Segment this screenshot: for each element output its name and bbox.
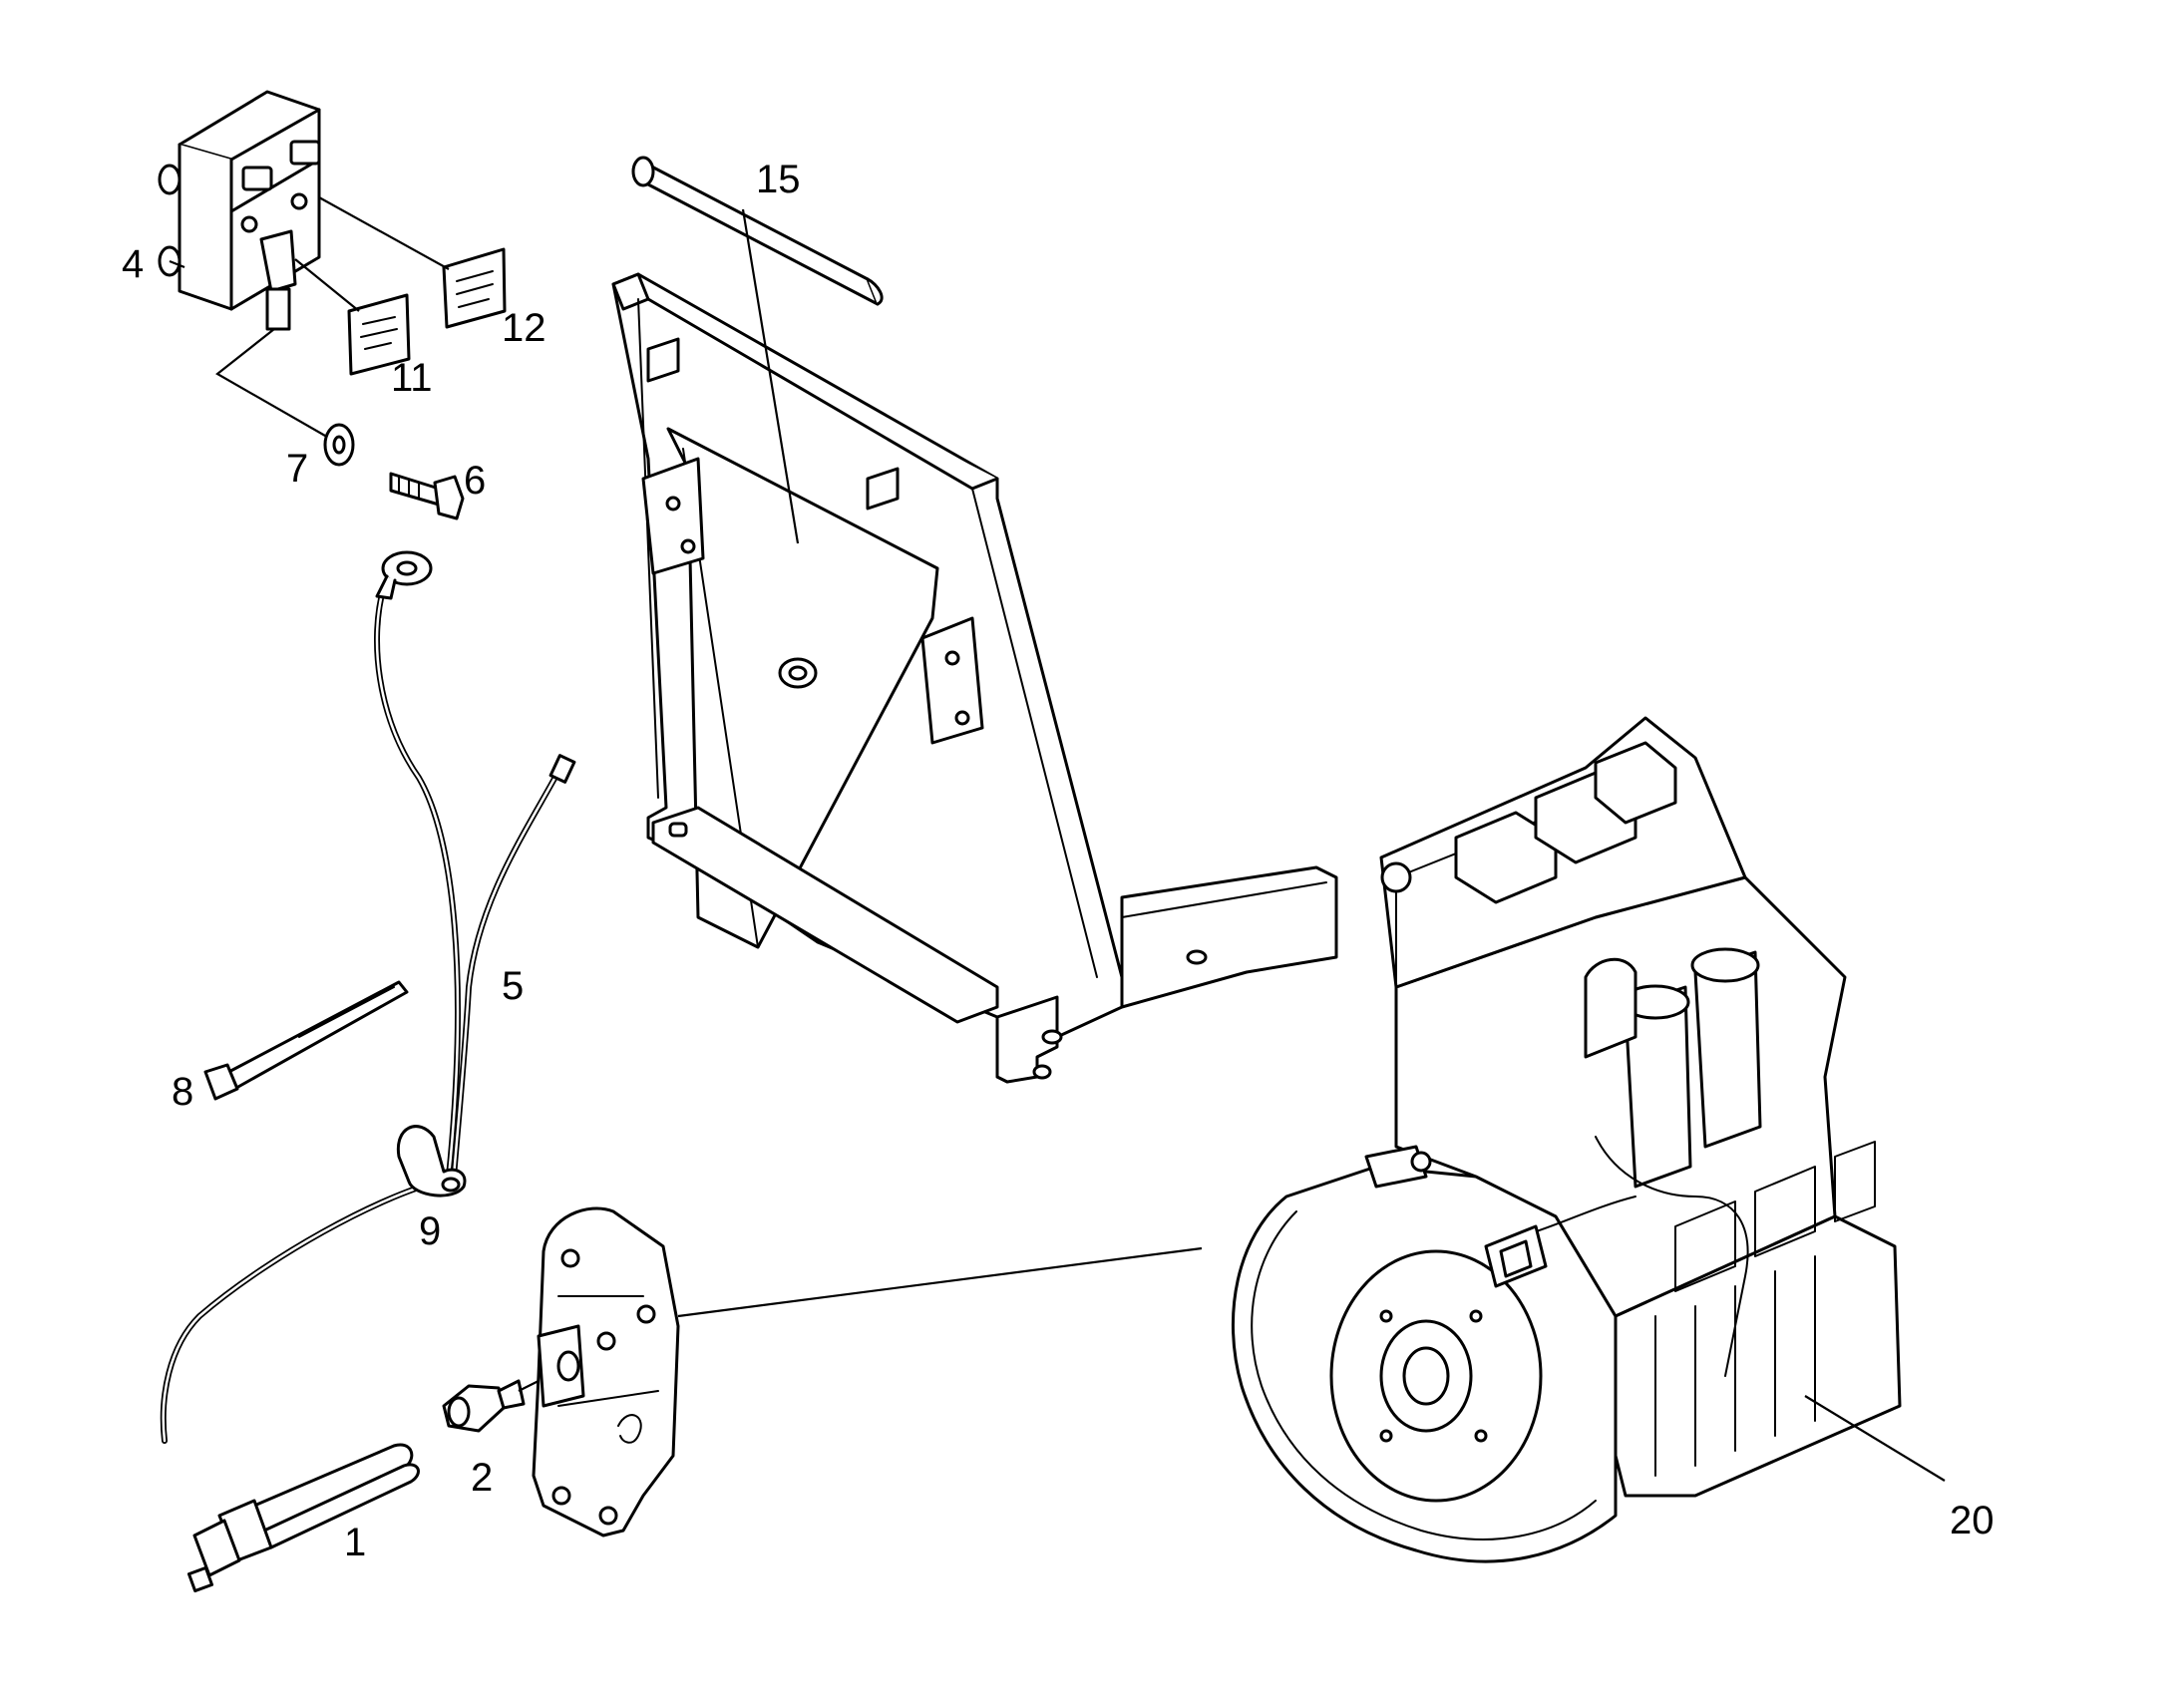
clip-part-9 bbox=[396, 1125, 467, 1197]
label-part-12 bbox=[442, 247, 507, 329]
callout-9: 9 bbox=[419, 1209, 441, 1253]
leader-line bbox=[741, 208, 800, 544]
callout-5: 5 bbox=[502, 964, 524, 1008]
wiring-harness-part-5 bbox=[160, 550, 576, 1444]
callout-15: 15 bbox=[756, 158, 801, 201]
leader-line bbox=[1804, 1395, 1946, 1482]
callout-11: 11 bbox=[391, 356, 433, 400]
callout-2: 2 bbox=[471, 1456, 493, 1500]
callout-12: 12 bbox=[502, 306, 546, 350]
callout-1: 1 bbox=[344, 1521, 366, 1564]
callout-4: 4 bbox=[122, 242, 144, 286]
washer-part-7 bbox=[323, 423, 355, 467]
callout-7: 7 bbox=[286, 447, 308, 491]
callout-8: 8 bbox=[172, 1070, 193, 1114]
leader-line bbox=[677, 1246, 1203, 1318]
bolt-part-6 bbox=[389, 472, 465, 520]
terminal-block-part-4 bbox=[158, 90, 321, 331]
thermostat-housing bbox=[532, 1206, 680, 1537]
heater-element-part-1 bbox=[186, 1443, 420, 1593]
label-part-11 bbox=[347, 293, 411, 376]
leader-line bbox=[318, 196, 450, 270]
leader-line bbox=[294, 258, 360, 312]
engine-part-20 bbox=[1231, 716, 1902, 1563]
leader-line bbox=[215, 328, 340, 445]
cable-tie-part-8 bbox=[203, 980, 409, 1101]
callout-6: 6 bbox=[464, 459, 486, 503]
leader-line bbox=[169, 259, 185, 269]
callout-20: 20 bbox=[1950, 1499, 1995, 1542]
fitting-part-2 bbox=[442, 1379, 526, 1433]
frame-bracket-part-15 bbox=[611, 156, 1338, 1084]
